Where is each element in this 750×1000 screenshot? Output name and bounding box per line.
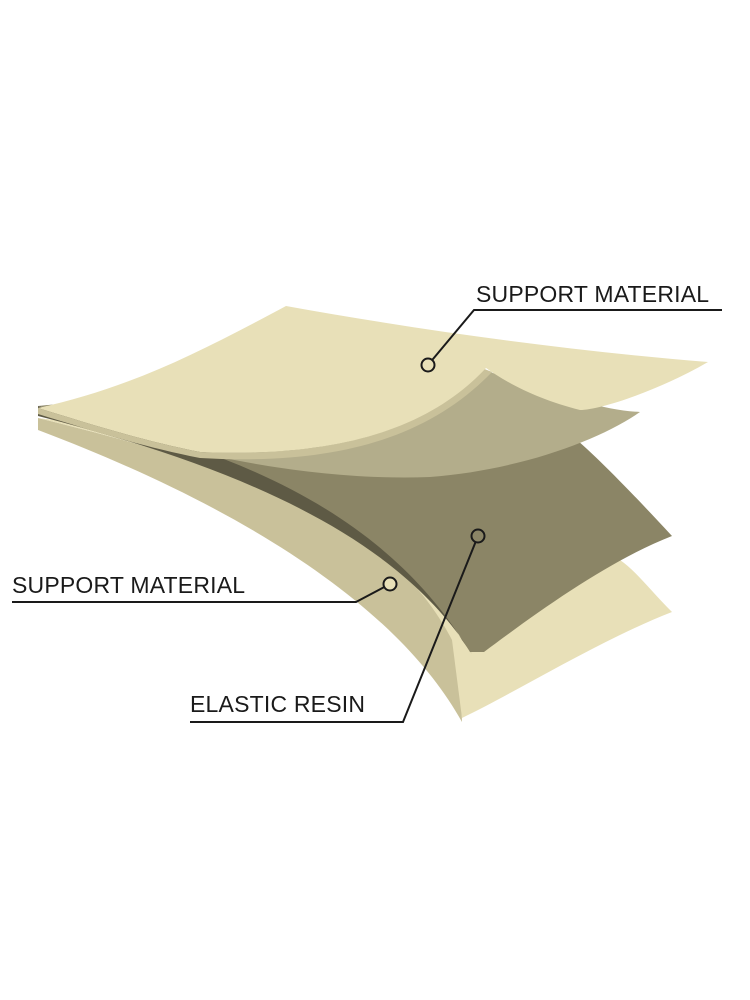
bottom-support-layer [38, 418, 672, 722]
bottom-support-edge [38, 418, 462, 722]
marker-bottom-support [382, 576, 398, 592]
label-top-support: SUPPORT MATERIAL [476, 281, 709, 307]
callout-top-support: SUPPORT MATERIAL [420, 281, 722, 373]
marker-resin [470, 528, 486, 544]
label-resin: ELASTIC RESIN [190, 691, 365, 717]
leader-line-top-support [427, 309, 722, 366]
callout-bottom-support: SUPPORT MATERIAL [12, 572, 398, 603]
marker-top-support [420, 357, 436, 373]
callout-resin: ELASTIC RESIN [190, 528, 486, 723]
leader-line-bottom-support [12, 583, 391, 603]
bottom-support-face [38, 418, 672, 718]
label-bottom-support: SUPPORT MATERIAL [12, 572, 245, 598]
top-support-face [38, 306, 708, 453]
leader-line-resin [190, 535, 479, 723]
top-support-bottom-edge [38, 408, 200, 458]
top-support-layer [38, 306, 708, 478]
top-support-curl-edge [200, 368, 492, 460]
